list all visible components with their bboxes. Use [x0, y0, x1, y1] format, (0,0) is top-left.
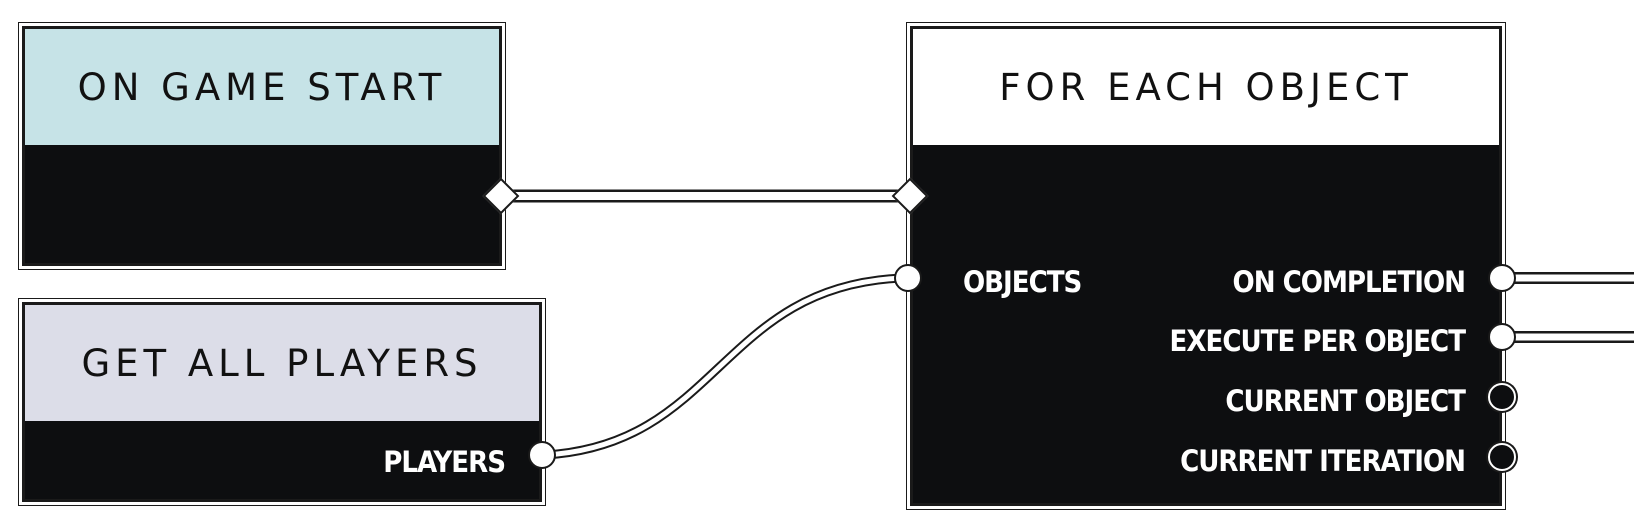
node-title: GET ALL PLAYERS [25, 305, 539, 421]
players-output-label: PLAYERS [383, 445, 506, 479]
on-completion-label: ON COMPLETION [1232, 265, 1466, 299]
get-all-players-node[interactable]: GET ALL PLAYERS PLAYERS [18, 298, 546, 506]
execute-per-object-label: EXECUTE PER OBJECT [1169, 324, 1466, 358]
players-objects-wire [544, 273, 904, 460]
current-iteration-pin[interactable] [1488, 443, 1516, 471]
players-output-pin[interactable] [528, 441, 556, 469]
current-object-pin[interactable] [1488, 383, 1516, 411]
objects-input-pin[interactable] [894, 264, 922, 292]
for-each-object-node[interactable]: FOR EACH OBJECT OBJECTS ON COMPLETION EX… [906, 22, 1506, 510]
current-iteration-label: CURRENT ITERATION [1180, 444, 1466, 478]
execute-per-object-pin[interactable] [1488, 323, 1516, 351]
objects-input-label: OBJECTS [963, 265, 1082, 299]
on-game-start-node[interactable]: ON GAME START [18, 22, 506, 270]
current-object-label: CURRENT OBJECT [1225, 384, 1466, 418]
on-completion-pin[interactable] [1488, 264, 1516, 292]
node-title: FOR EACH OBJECT [913, 29, 1499, 145]
node-title: ON GAME START [25, 29, 499, 145]
